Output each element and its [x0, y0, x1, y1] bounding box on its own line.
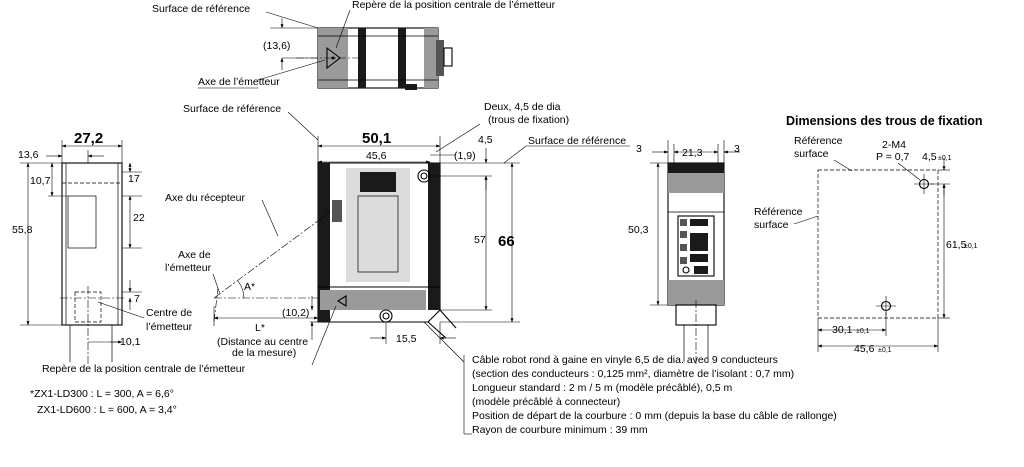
right-view: 21,3 3 3 50,3 — [628, 140, 740, 365]
cable-note-3: Longueur standard : 2 m / 5 m (modèle pr… — [472, 382, 733, 394]
dim-4-5-mount: 4,5 — [922, 151, 937, 163]
label-emitter-center-2: l’émetteur — [146, 321, 193, 333]
mounting-holes-title: Dimensions des trous de fixation — [786, 114, 983, 128]
cable-note-4: (modèle précâblé à connecteur) — [472, 396, 620, 408]
dim-7: 7 — [134, 293, 140, 305]
dim-27-2: 27,2 — [74, 130, 103, 147]
label-emitter-axis-top: Axe de l’émetteur — [198, 76, 280, 88]
dim-45-6-mount: 45,6 — [854, 343, 875, 355]
dim-1-9: (1,9) — [454, 150, 476, 162]
label-2-m4: 2-M4 — [882, 139, 906, 151]
label-emitter-center-1: Centre de — [146, 307, 192, 319]
ref-surface-left-1: Référence — [754, 206, 803, 218]
dim-57: 57 — [474, 234, 486, 246]
label-distance-1: (Distance au centre — [217, 336, 308, 348]
label-a-star: A* — [244, 281, 255, 293]
dim-50-1: 50,1 — [362, 130, 391, 147]
dim-17: 17 — [128, 173, 140, 185]
tol-30-1: ±0,1 — [856, 328, 870, 335]
tol-4-5: ±0,1 — [938, 155, 952, 162]
dim-13-6-left: 13,6 — [18, 149, 39, 161]
footnote-ld300: *ZX1-LD300 : L = 300, A = 6,6° — [30, 388, 174, 400]
ref-surface-top-1: Référence — [794, 135, 843, 147]
mounting-outline — [817, 169, 939, 319]
dim-22: 22 — [133, 212, 145, 224]
left-view: 27,2 13,6 55,8 10,7 17 22 7 10,1 Centre … — [12, 130, 193, 365]
top-view: (13,6) Surface de référence Repère de la… — [152, 0, 556, 90]
label-holes-1: Deux, 4,5 de dia — [484, 101, 561, 113]
cable-note-1: Câble robot rond à gaine en vinyle 6,5 d… — [472, 354, 778, 366]
cable-note-2: (section des conducteurs : 0,125 mm², di… — [472, 368, 794, 380]
dim-50-3: 50,3 — [628, 224, 649, 236]
front-view-body — [317, 162, 457, 339]
tol-45-6: ±0,1 — [878, 347, 892, 354]
label-receiver-axis: Axe du récepteur — [165, 192, 245, 204]
label-distance-2: de la mesure) — [232, 347, 296, 359]
dim-55-8: 55,8 — [12, 224, 33, 236]
dim-66: 66 — [498, 233, 515, 250]
dim-4-5-front: 4,5 — [478, 134, 493, 146]
dim-61-5: 61,5 — [946, 239, 967, 251]
dim-3-left: 3 — [636, 143, 642, 155]
cable-notes: Câble robot rond à gaine en vinyle 6,5 d… — [423, 321, 837, 436]
dim-30-1: 30,1 — [832, 324, 853, 336]
dim-13-6-top: (13,6) — [263, 40, 290, 52]
label-emitter-axis-1: Axe de — [178, 249, 211, 261]
footnotes: *ZX1-LD300 : L = 300, A = 6,6° ZX1-LD600… — [30, 388, 177, 416]
label-pitch: P = 0,7 — [876, 151, 910, 163]
label-emitter-center-mark-front: Repère de la position centrale de l’émet… — [42, 363, 246, 375]
tol-61-5: ±0,1 — [964, 243, 978, 250]
label-emitter-center-mark-top: Repère de la position centrale de l’émet… — [352, 0, 556, 11]
footnote-ld600: ZX1-LD600 : L = 600, A = 3,4° — [37, 404, 177, 416]
left-view-body — [61, 162, 123, 326]
label-emitter-axis-2: l’émetteur — [165, 262, 212, 274]
ref-surface-top-2: surface — [794, 148, 829, 160]
mounting-holes-view: Dimensions des trous de fixation Référen… — [754, 114, 983, 355]
dim-10-1: 10,1 — [120, 336, 141, 348]
cable-note-5: Position de départ de la courbure : 0 mm… — [472, 410, 837, 422]
ref-surface-left-2: surface — [754, 219, 789, 231]
dim-21-3: 21,3 — [682, 147, 703, 159]
top-view-body — [317, 27, 453, 90]
front-view: A* L* (Distance au centre de la mesure) … — [42, 101, 630, 375]
dim-45-6-front: 45,6 — [366, 150, 387, 162]
dim-10-2: (10,2) — [282, 307, 309, 319]
cable-note-6: Rayon de courbure minimum : 39 mm — [472, 424, 648, 436]
label-l-star: L* — [255, 322, 265, 334]
label-holes-2: (trous de fixation) — [488, 114, 569, 126]
label-reference-surface-right: Surface de référence — [528, 135, 626, 147]
dim-3-right: 3 — [734, 143, 740, 155]
dim-10-7: 10,7 — [30, 175, 51, 187]
label-reference-surface-front: Surface de référence — [183, 103, 281, 115]
dim-15-5: 15,5 — [396, 333, 417, 345]
label-reference-surface-top: Surface de référence — [152, 3, 250, 15]
